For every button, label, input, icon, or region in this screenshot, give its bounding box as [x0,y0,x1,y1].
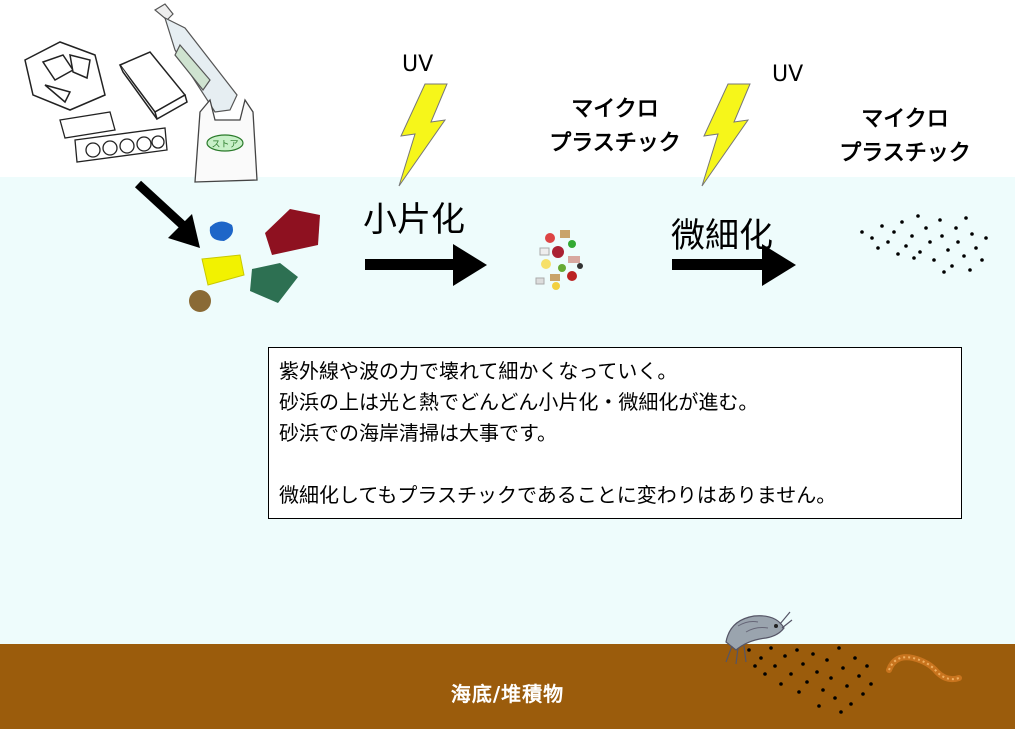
microplastic-label-2-line-2: プラスチック [820,137,990,171]
microplastic-cluster [520,222,600,302]
sediment-particles [745,644,880,719]
microplastic-label-2: マイクロ プラスチック [820,103,990,171]
explanation-line-5: 微細化してもプラスチックであることに変わりはありません。 [279,480,951,511]
explanation-blank-line [279,449,951,480]
explanation-line-2: 砂浜の上は光と熱でどんどん小片化・微細化が進む。 [279,387,951,418]
microplastic-label-1-line-2: プラスチック [530,127,700,161]
fine-particles [858,212,993,282]
uv-label-2: UV [772,62,803,87]
lightning-bolt-2-icon [688,82,758,192]
uv-label-1: UV [402,52,433,77]
bag-label: ストア [211,140,238,150]
arrow-micronization [672,242,797,288]
explanation-line-3: 砂浜での海岸清掃は大事です。 [279,418,951,449]
explanation-textbox: 紫外線や波の力で壊れて細かくなっていく。 砂浜の上は光と熱でどんどん小片化・微細… [268,347,962,519]
microplastic-label-1-line-1: マイクロ [530,93,700,127]
explanation-line-1: 紫外線や波の力で壊れて細かくなっていく。 [279,356,951,387]
lightning-bolt-1-icon [385,82,455,192]
plastic-waste-illustration: ストア [15,0,265,190]
worm-illustration [885,648,965,698]
microplastic-label-1: マイクロ プラスチック [530,93,700,161]
arrow-fragmentation [365,242,490,288]
plastic-fragments [180,205,330,315]
fragmentation-label: 小片化 [363,192,465,241]
microplastic-label-2-line-1: マイクロ [820,103,990,137]
